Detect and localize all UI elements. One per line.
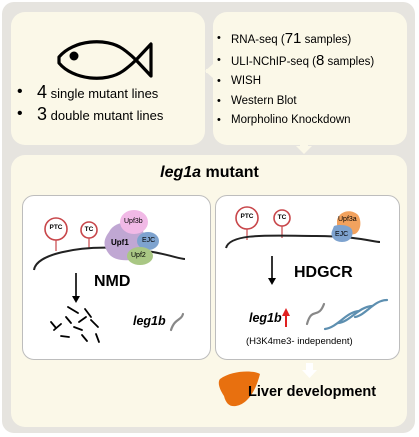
mutant-lines-card: 4 single mutant lines 3 double mutant li…: [11, 12, 205, 145]
double-mutant-lines: 3 double mutant lines: [11, 103, 163, 125]
fish-icon: [57, 40, 153, 80]
methods-card: RNA-seq (71 samples) ULI-NChIP-seq (8 sa…: [213, 12, 407, 145]
nmd-diagram: [33, 210, 186, 343]
nmd-label: NMD: [94, 273, 131, 290]
upf1-label: Upf1: [111, 238, 129, 247]
tc-label-right: TC: [277, 214, 287, 221]
method-wish: WISH: [213, 72, 374, 92]
liver-development-label: Liver development: [248, 384, 377, 400]
ejc-label: EJC: [142, 237, 156, 244]
methods-list: RNA-seq (71 samples) ULI-NChIP-seq (8 sa…: [213, 29, 374, 131]
hdgcr-label: HDGCR: [294, 264, 353, 281]
hdgcr-panel: PTC TC Upf3a EJC HDGCR leg1b (H3K4me3- i…: [215, 195, 400, 360]
mrna-fragments-icon: [50, 306, 100, 343]
upf3a-label: Upf3a: [338, 216, 357, 223]
h3k4me3-note: (H3K4me3- independent): [246, 336, 353, 347]
leg1b-label-left: leg1b: [133, 314, 166, 328]
mutant-title: leg1a mutant: [160, 164, 259, 181]
method-chip-seq: ULI-NChIP-seq (8 samples): [213, 51, 374, 73]
ejc-label-right: EJC: [335, 231, 349, 238]
upf3b-label: Upf3b: [124, 218, 143, 225]
single-mutant-lines: 4 single mutant lines: [11, 81, 163, 103]
leg1b-label-right: leg1b: [249, 311, 282, 325]
ptc-label-right: PTC: [240, 213, 254, 220]
mutant-lines-list: 4 single mutant lines 3 double mutant li…: [11, 81, 163, 125]
upf2-label: Upf2: [131, 252, 146, 259]
tc-label: TC: [84, 226, 94, 233]
method-rna-seq: RNA-seq (71 samples): [213, 29, 374, 51]
method-morpholino: Morpholino Knockdown: [213, 111, 374, 131]
nmd-panel: PTC TC Upf1 Upf3b EJC Upf2 NMD leg1b: [22, 195, 211, 360]
ptc-label: PTC: [49, 224, 63, 231]
hdgcr-diagram: [225, 206, 389, 331]
method-western-blot: Western Blot: [213, 92, 374, 112]
